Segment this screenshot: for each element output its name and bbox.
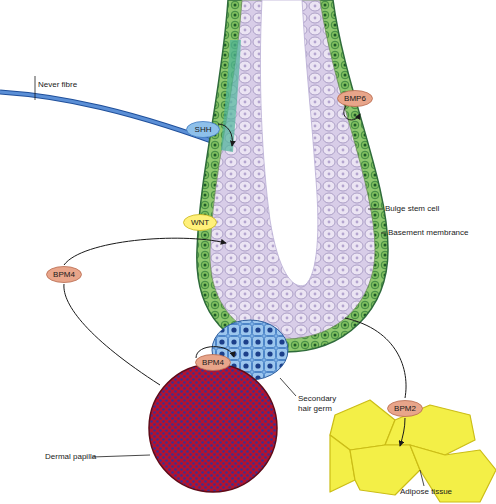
nerve-fibre xyxy=(0,92,236,150)
part-label: Bulge stem cell xyxy=(385,204,439,214)
signal-pill: BMP6 xyxy=(337,90,373,107)
signal-name: SHH xyxy=(186,125,220,134)
pill-shape xyxy=(184,214,217,230)
signal-name: BPM2 xyxy=(387,404,423,413)
signal-pill: BPM4 xyxy=(46,266,82,283)
signal-pill: BPM2 xyxy=(387,400,423,417)
pill-shape xyxy=(196,354,231,370)
signal-pill: BPM4 xyxy=(195,354,231,371)
part-label: Dermal papilla xyxy=(45,452,96,462)
hair-lumen xyxy=(260,0,317,286)
outer-root-sheath xyxy=(210,0,375,339)
pill-shape xyxy=(338,90,373,106)
signal-name: BMP6 xyxy=(337,94,373,103)
basement-membrane xyxy=(197,0,388,352)
dermal-papilla xyxy=(149,364,277,492)
part-label: Secondary hair germ xyxy=(298,394,346,414)
adipose-tissue xyxy=(330,400,496,502)
nerve-fibre-core xyxy=(0,92,236,150)
signal-name: BPM4 xyxy=(46,270,82,279)
signal-pill: SHH xyxy=(186,121,220,138)
part-label: Adipose tissue xyxy=(400,487,452,497)
leader-lines xyxy=(35,76,424,486)
part-label: Basement membrance xyxy=(388,228,468,238)
pill-shape xyxy=(187,121,220,137)
pill-shape xyxy=(47,266,82,282)
signal-name: WNT xyxy=(183,218,217,227)
signal-name: BPM4 xyxy=(195,358,231,367)
pill-shape xyxy=(388,400,423,416)
signal-arrows xyxy=(64,106,406,446)
part-label: Never fibre xyxy=(38,80,77,90)
signal-pill: WNT xyxy=(183,214,217,231)
bulge-region xyxy=(221,40,241,152)
